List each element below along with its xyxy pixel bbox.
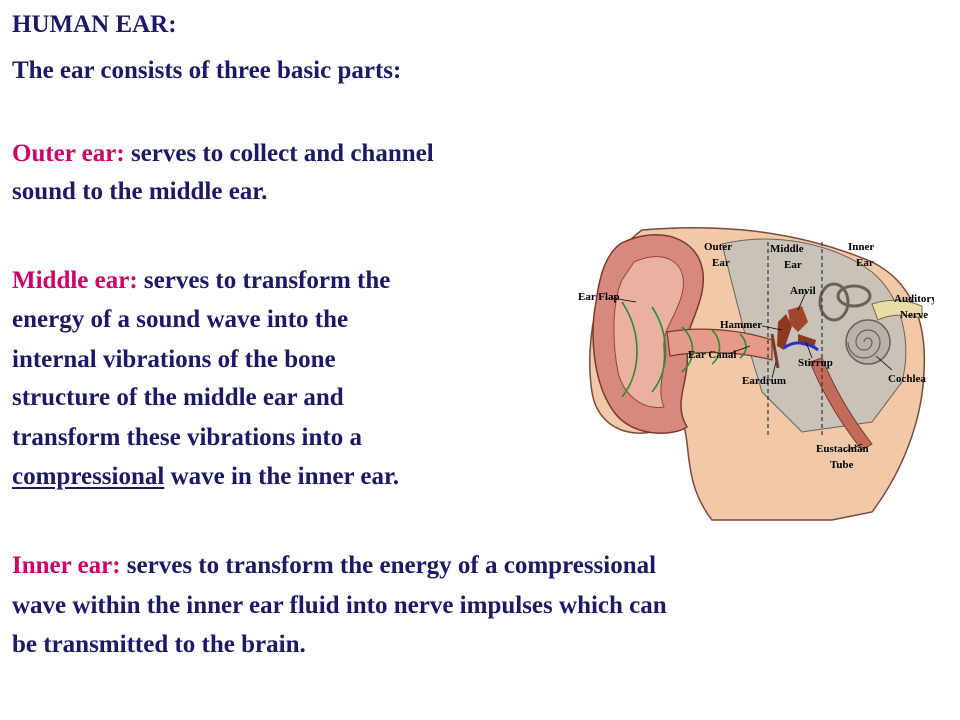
intro-text: The ear consists of three basic parts: xyxy=(12,57,402,84)
middle-ear-term: Middle ear: xyxy=(12,267,138,294)
label-inner-ear-2: Ear xyxy=(856,257,874,269)
outer-ear-line-1: Outer ear: serves to collect and channel xyxy=(12,139,434,169)
middle-ear-line-6: compressional wave in the inner ear. xyxy=(12,462,399,492)
inner-ear-term: Inner ear: xyxy=(12,552,121,579)
outer-ear-desc-1: serves to collect and channel xyxy=(124,140,434,167)
label-middle-ear-1: Middle xyxy=(770,243,804,255)
cochlea-spiral xyxy=(847,329,881,359)
hammer-bone xyxy=(777,314,792,350)
ear-anatomy-diagram: Outer Ear Middle Ear Inner Ear Ear Flap … xyxy=(578,226,934,521)
inner-ear-line-2: wave within the inner ear fluid into ner… xyxy=(12,592,667,619)
inner-ear-line-3: be transmitted to the brain. xyxy=(12,631,306,658)
label-middle-ear-2: Ear xyxy=(784,259,802,271)
middle-ear-desc-1: serves to transform the xyxy=(137,267,391,294)
outer-ear-term: Outer ear: xyxy=(12,140,125,167)
stirrup-accent xyxy=(783,341,819,352)
anvil-bone xyxy=(788,306,808,332)
label-ear-canal: Ear Canal xyxy=(688,349,736,361)
outer-ear-line-2: sound to the middle ear. xyxy=(12,178,268,205)
middle-ear-line-1: Middle ear: serves to transform the xyxy=(12,266,390,296)
label-outer-ear-2: Ear xyxy=(712,257,730,269)
inner-ear-line-1: Inner ear: serves to transform the energ… xyxy=(12,551,656,581)
label-eustachian-tube-1: Eustachian xyxy=(816,443,869,455)
eustachian-tube-shape xyxy=(809,357,873,451)
label-inner-ear-1: Inner xyxy=(848,241,874,253)
cochlea-shape xyxy=(845,319,891,365)
semicircular-canal-1 xyxy=(818,282,850,322)
auditory-nerve-shape xyxy=(871,299,923,321)
leader-lines xyxy=(611,291,893,453)
middle-ear-desc-6: wave in the inner ear. xyxy=(164,463,400,490)
middle-ear-line-4: structure of the middle ear and xyxy=(12,384,344,411)
middle-ear-line-3: internal vibrations of the bone xyxy=(12,346,336,373)
label-anvil: Anvil xyxy=(790,285,816,297)
sound-waves xyxy=(621,301,747,398)
label-eardrum: Eardrum xyxy=(742,375,786,387)
inner-ear-desc-1: serves to transform the energy of a comp… xyxy=(120,552,657,579)
label-auditory-nerve-1: Auditory xyxy=(894,293,934,305)
semicircular-canal-2 xyxy=(836,284,872,308)
label-ear-flap: Ear Flap xyxy=(578,291,620,303)
middle-ear-line-5: transform these vibrations into a xyxy=(12,424,362,451)
heading: HUMAN EAR: xyxy=(12,11,177,38)
label-cochlea: Cochlea xyxy=(888,373,926,385)
label-outer-ear-1: Outer xyxy=(704,241,732,253)
compressional-underlined: compressional xyxy=(12,463,165,490)
eardrum xyxy=(770,333,780,369)
middle-ear-line-2: energy of a sound wave into the xyxy=(12,306,349,333)
label-auditory-nerve-2: Nerve xyxy=(900,309,928,321)
label-hammer: Hammer xyxy=(720,319,762,331)
label-eustachian-tube-2: Tube xyxy=(830,459,854,471)
label-stirrup: Stirrup xyxy=(798,357,833,369)
ear-flap-inner xyxy=(613,256,684,408)
